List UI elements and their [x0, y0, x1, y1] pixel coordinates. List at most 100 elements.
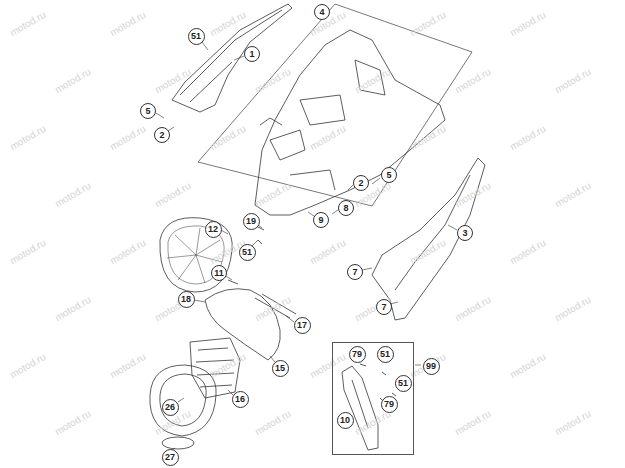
watermark: motod.ru	[553, 408, 593, 437]
watermark: motod.ru	[508, 123, 548, 152]
callout-circle: 3	[457, 225, 473, 241]
callout-number: 51	[242, 248, 252, 257]
watermark: motod.ru	[553, 180, 593, 209]
watermark: motod.ru	[153, 180, 193, 209]
watermark: motod.ru	[53, 294, 93, 323]
callout-circle: 15	[272, 360, 289, 377]
watermark: motod.ru	[408, 123, 448, 152]
watermark: motod.ru	[8, 123, 48, 152]
watermark: motod.ru	[253, 180, 293, 209]
watermark: motod.ru	[453, 66, 493, 95]
watermark: motod.ru	[453, 408, 493, 437]
callout-number: 19	[246, 217, 256, 226]
callout-number: 11	[214, 269, 224, 278]
callout-number: 12	[208, 225, 218, 234]
callout-circle: 12	[205, 221, 222, 238]
callout-circle: 51	[239, 244, 256, 261]
callout-circle: 18	[178, 291, 195, 308]
watermark: motod.ru	[308, 351, 348, 380]
callout-circle: 8	[338, 200, 354, 216]
intake-cover	[342, 366, 378, 450]
callout-circle: 99	[423, 358, 440, 375]
watermark: motod.ru	[408, 9, 448, 38]
callout-circle: 4	[314, 4, 330, 20]
kit-group-box: 997951517910	[332, 342, 414, 455]
callout-circle: 5	[140, 103, 156, 119]
callout-number: 51	[398, 379, 408, 388]
watermark: motod.ru	[308, 123, 348, 152]
callout-circle: 1	[244, 46, 260, 62]
callout-number: 79	[384, 400, 394, 409]
callout-number: 2	[358, 179, 363, 188]
callout-circle: 26	[162, 399, 179, 416]
callout-circle: 17	[294, 317, 311, 334]
callout-circle: 7	[376, 299, 392, 315]
callout-circle: 51	[377, 346, 394, 363]
callout-circle: 27	[162, 449, 179, 466]
callout-circle: 79	[349, 346, 366, 363]
callout-number: 10	[340, 416, 350, 425]
watermark: motod.ru	[8, 351, 48, 380]
watermark: motod.ru	[108, 9, 148, 38]
callout-number: 1	[249, 50, 254, 59]
watermark: motod.ru	[253, 408, 293, 437]
callout-number: 27	[165, 453, 175, 462]
watermark: motod.ru	[53, 66, 93, 95]
callout-circle: 10	[337, 412, 354, 429]
callout-circle: 79	[381, 396, 398, 413]
callout-circle: 2	[353, 175, 369, 191]
leader-lines	[156, 42, 457, 450]
callout-number: 8	[343, 204, 348, 213]
callout-number: 5	[145, 107, 150, 116]
watermark: motod.ru	[53, 408, 93, 437]
callout-circle: 51	[188, 28, 205, 45]
callout-number: 51	[380, 350, 390, 359]
ring	[162, 437, 194, 449]
watermark: motod.ru	[308, 237, 348, 266]
callout-number: 4	[319, 8, 324, 17]
callout-number: 79	[352, 350, 362, 359]
watermark: motod.ru	[208, 351, 248, 380]
callout-number: 18	[181, 295, 191, 304]
watermark: motod.ru	[208, 9, 248, 38]
watermark: motod.ru	[8, 9, 48, 38]
watermark: motod.ru	[553, 294, 593, 323]
callout-circle: 5	[381, 167, 397, 183]
watermark: motod.ru	[553, 66, 593, 95]
callout-circle: 51	[395, 375, 412, 392]
watermark: motod.ru	[353, 66, 393, 95]
watermark: motod.ru	[408, 237, 448, 266]
watermark: motod.ru	[508, 351, 548, 380]
number-plate	[172, 4, 292, 112]
air-boot	[205, 289, 280, 360]
callout-circle: 9	[313, 212, 329, 228]
callout-number: 99	[426, 362, 436, 371]
callout-number: 15	[275, 364, 285, 373]
callout-number: 17	[297, 321, 307, 330]
callout-circle: 19	[243, 213, 260, 230]
callout-number: 16	[235, 395, 245, 404]
callout-number: 5	[386, 171, 391, 180]
watermark: motod.ru	[508, 237, 548, 266]
callout-number: 9	[318, 216, 323, 225]
callout-circle: 16	[232, 391, 249, 408]
watermark: motod.ru	[108, 351, 148, 380]
callout-circle: 2	[154, 127, 170, 143]
callout-number: 7	[352, 268, 357, 277]
screw	[228, 226, 264, 284]
watermark: motod.ru	[253, 66, 293, 95]
watermark: motod.ru	[108, 237, 148, 266]
watermark: motod.ru	[508, 9, 548, 38]
watermark: motod.ru	[453, 294, 493, 323]
callout-number: 51	[191, 32, 201, 41]
callout-circle: 7	[347, 264, 363, 280]
airbox-frame	[198, 4, 472, 206]
callout-circle: 11	[211, 265, 227, 281]
callout-number: 7	[381, 303, 386, 312]
watermark: motod.ru	[108, 123, 148, 152]
side-panel	[372, 158, 485, 320]
callout-number: 3	[462, 229, 467, 238]
watermark: motod.ru	[53, 180, 93, 209]
